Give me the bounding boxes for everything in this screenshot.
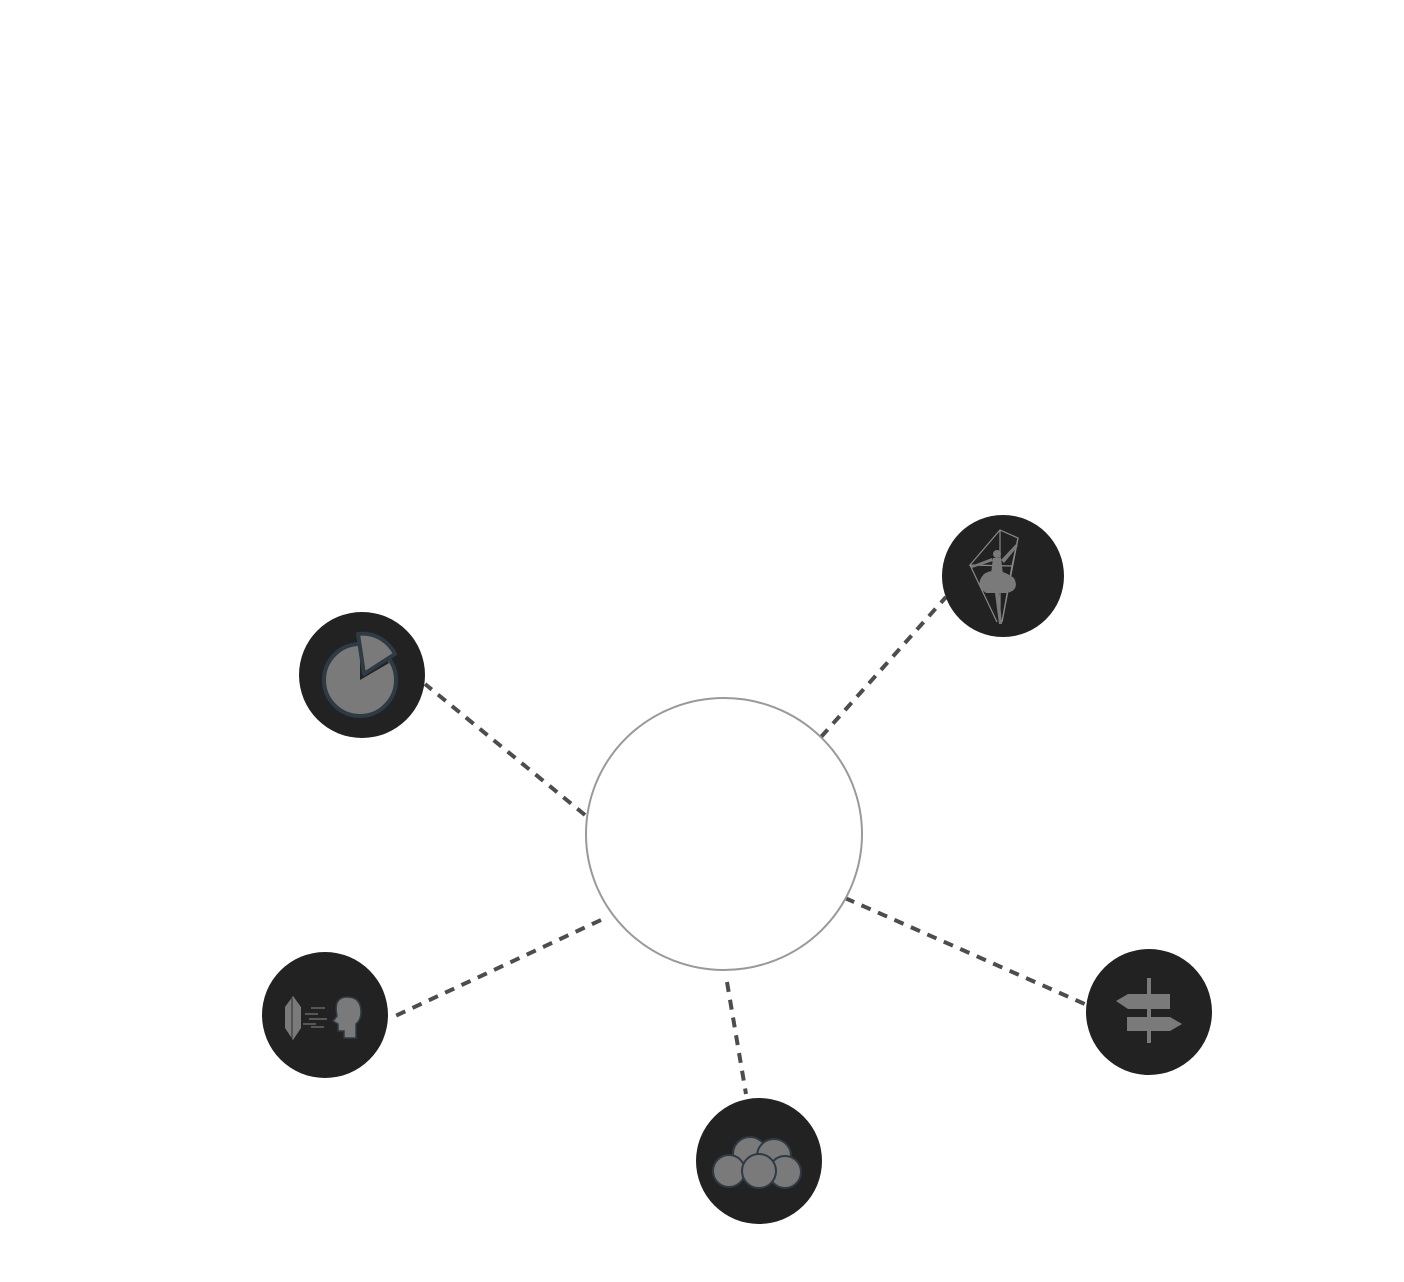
connector-communication [390, 918, 602, 1020]
connector-pie-chart [423, 682, 587, 817]
marionette-dancer-icon [968, 529, 1019, 624]
node-marionette[interactable] [942, 515, 1064, 637]
node-communication[interactable] [262, 952, 388, 1078]
node-signpost[interactable] [1086, 949, 1212, 1075]
connector-group [725, 981, 748, 1095]
node-group[interactable] [696, 1098, 822, 1224]
pie-chart-icon [322, 631, 398, 718]
group-of-circles-icon [712, 1136, 802, 1189]
signpost-icon [1116, 978, 1182, 1043]
connector-marionette [819, 595, 948, 739]
node-pie-chart[interactable] [299, 612, 425, 738]
center-hub[interactable] [585, 697, 863, 971]
connectors [390, 595, 1088, 1095]
connector-signpost [844, 896, 1088, 1007]
crystal-to-head-icon [285, 996, 362, 1040]
